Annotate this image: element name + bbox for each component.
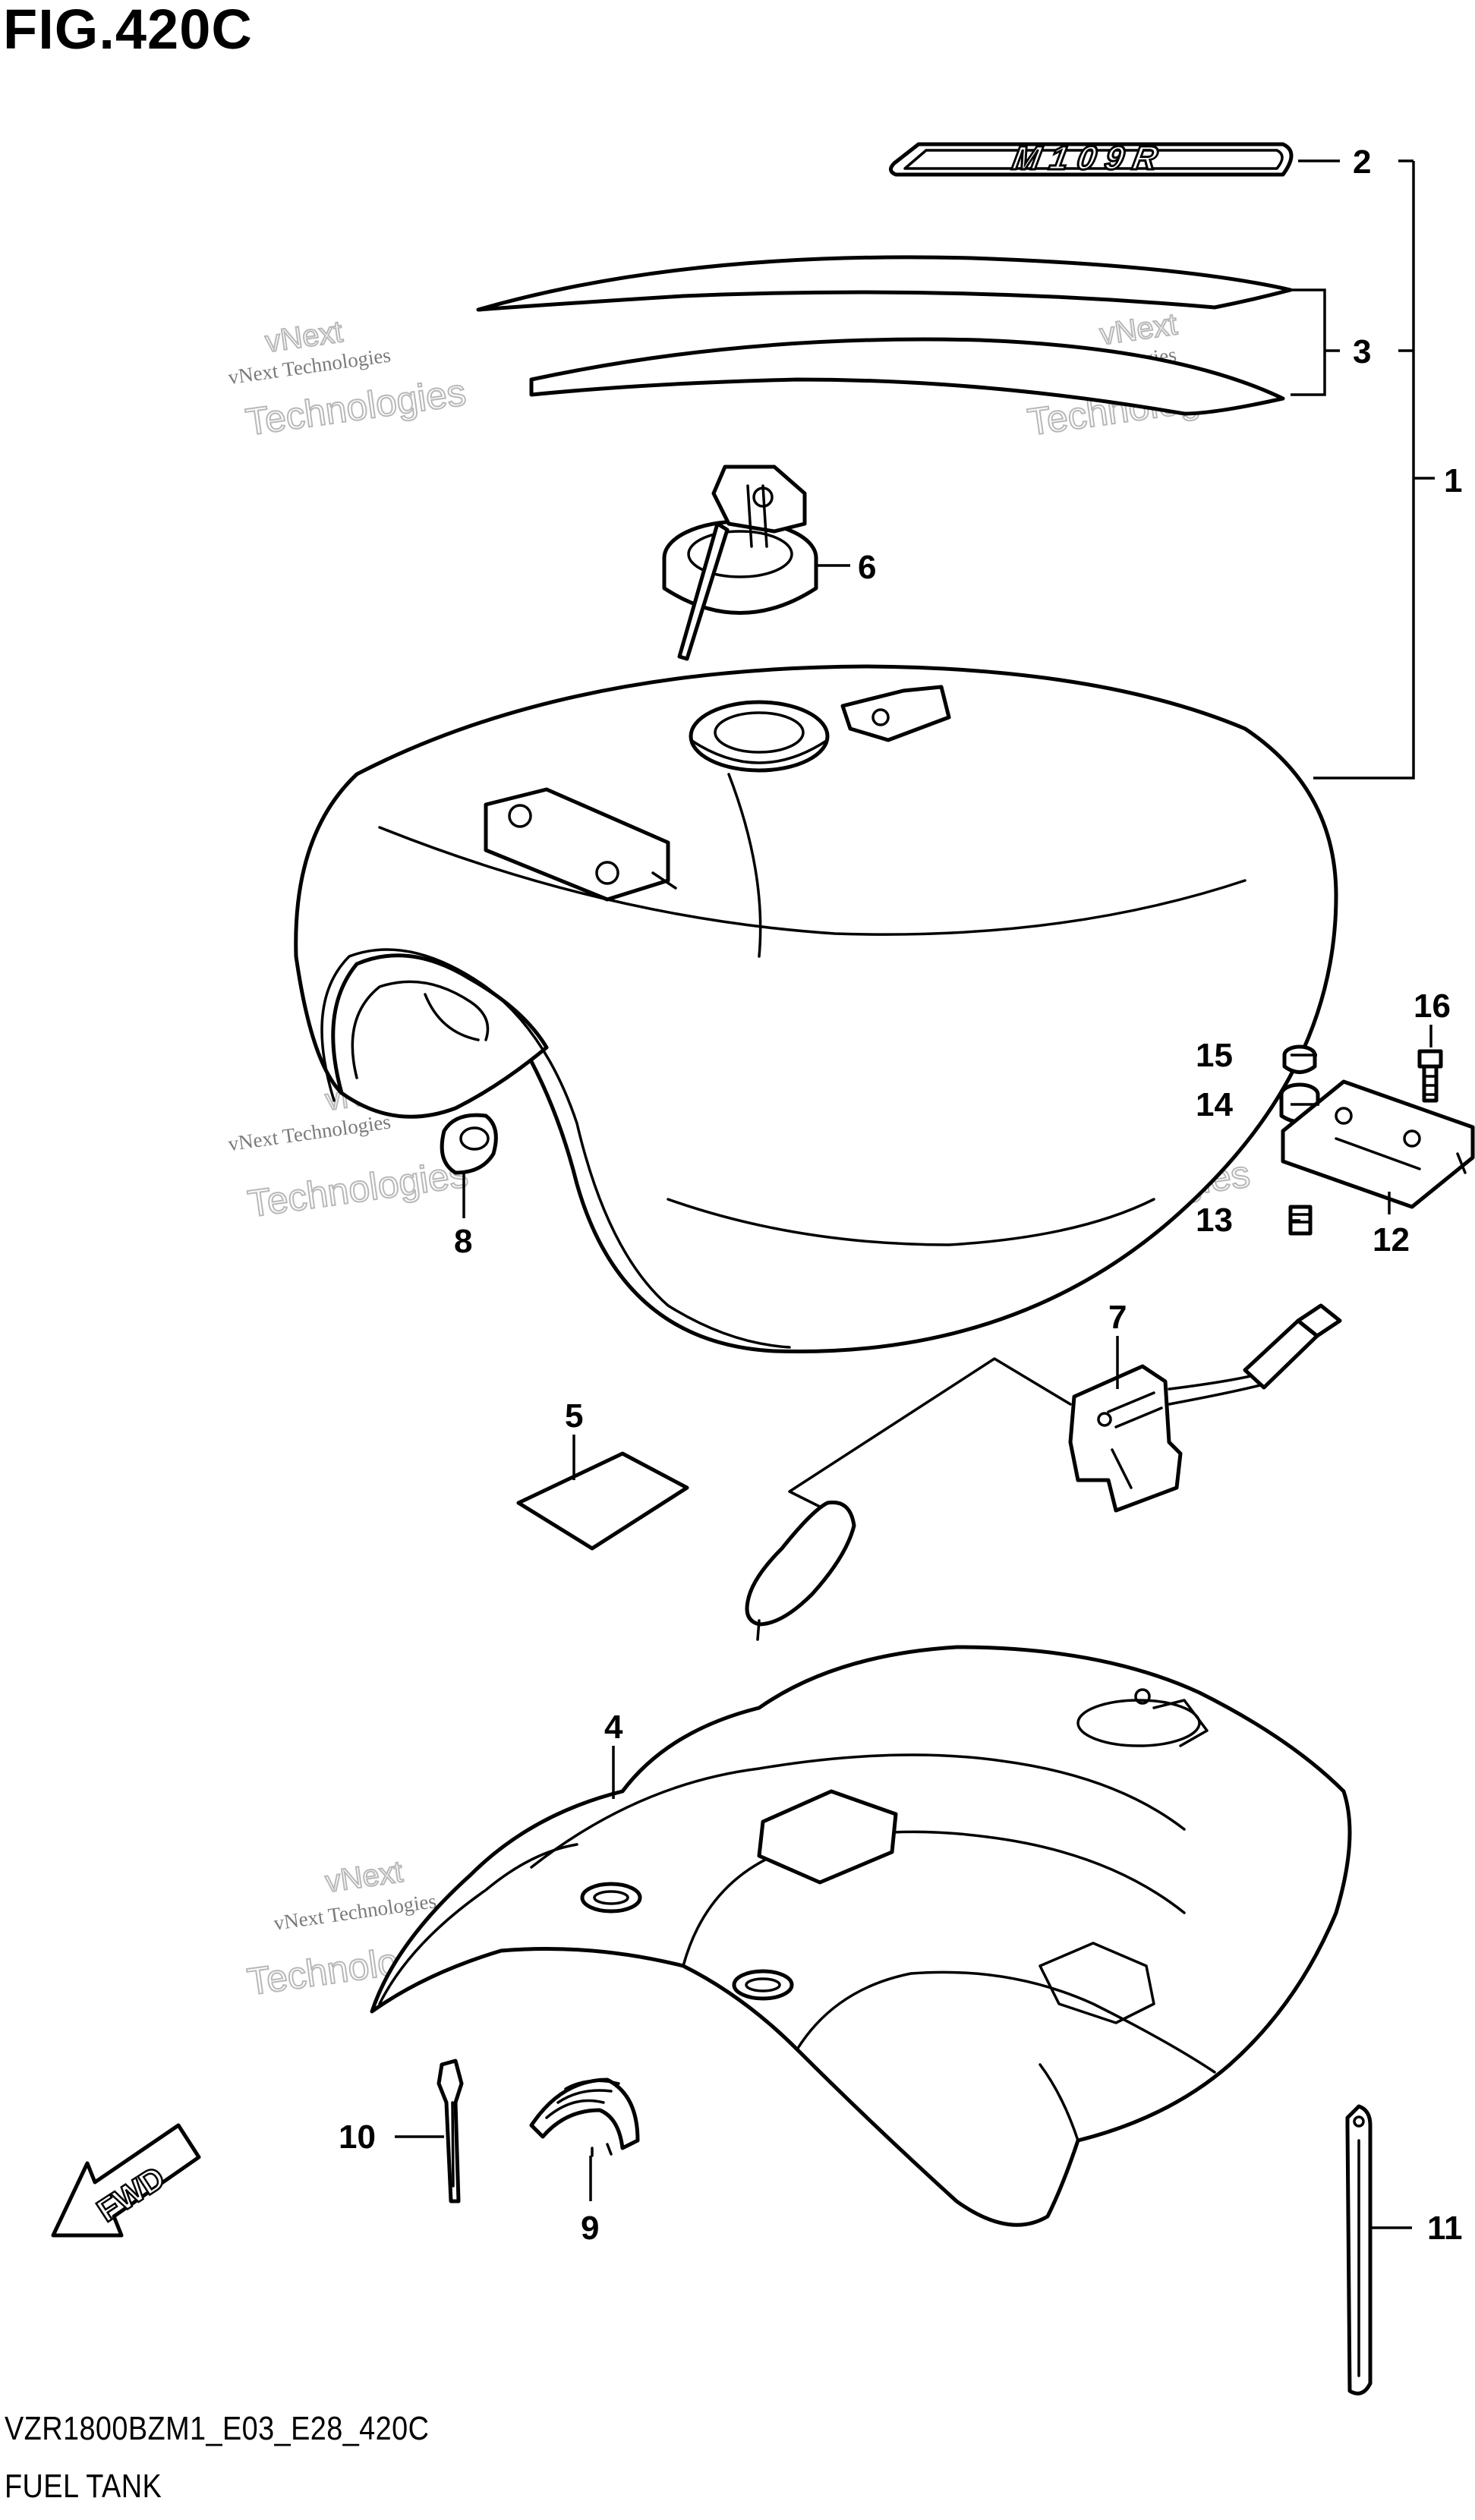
cushion-part[interactable] bbox=[440, 1113, 498, 1175]
tank-cover-part[interactable] bbox=[370, 1645, 1352, 2227]
leader-lines bbox=[395, 159, 1435, 2229]
callout-4: 4 bbox=[604, 1709, 623, 1746]
callout-16: 16 bbox=[1414, 988, 1451, 1025]
svg-text:vNext: vNext bbox=[323, 1855, 405, 1899]
callout-14: 14 bbox=[1196, 1086, 1233, 1123]
callout-9: 9 bbox=[581, 2210, 599, 2247]
fuel-level-sender-part[interactable] bbox=[745, 1303, 1342, 1641]
clamp-part[interactable] bbox=[529, 2077, 640, 2157]
callout-1: 1 bbox=[1444, 462, 1462, 499]
svg-text:vNext Technologies: vNext Technologies bbox=[227, 1110, 392, 1155]
callout-6: 6 bbox=[858, 549, 876, 586]
emblem-text: M109R bbox=[1010, 140, 1169, 177]
fuel-tank-part[interactable] bbox=[294, 664, 1338, 1354]
strap-part[interactable] bbox=[1345, 2104, 1373, 2396]
callout-2: 2 bbox=[1353, 143, 1371, 181]
fwd-arrow: FWD bbox=[51, 2123, 201, 2238]
figure-title: FIG.420C bbox=[3, 0, 253, 61]
watermark-1: vNext vNext Technologies Technologies bbox=[227, 314, 470, 444]
callout-7: 7 bbox=[1108, 1299, 1127, 1336]
callout-8: 8 bbox=[454, 1223, 472, 1260]
svg-text:Technologies: Technologies bbox=[245, 1152, 471, 1225]
fuel-cap-part[interactable] bbox=[662, 465, 818, 661]
callout-11: 11 bbox=[1427, 2210, 1463, 2247]
cable-tie-part[interactable] bbox=[437, 2059, 464, 2203]
callout-10: 10 bbox=[339, 2118, 376, 2156]
svg-text:vNext Technologies: vNext Technologies bbox=[273, 1889, 438, 1935]
callouts: 2 3 1 6 16 15 14 13 12 8 7 5 4 10 9 11 bbox=[339, 143, 1463, 2247]
section-name: FUEL TANK bbox=[5, 2468, 162, 2505]
callout-5: 5 bbox=[565, 1397, 583, 1435]
model-code: VZR1800BZM1_E03_E28_420C bbox=[5, 2410, 430, 2447]
bracket-assembly[interactable] bbox=[1279, 1044, 1475, 1236]
callout-15: 15 bbox=[1196, 1037, 1233, 1074]
tape-stripes-part[interactable] bbox=[476, 255, 1293, 416]
emblem-part[interactable]: M109R bbox=[889, 139, 1294, 178]
callout-3: 3 bbox=[1353, 333, 1371, 370]
label-sheet-part[interactable] bbox=[516, 1451, 689, 1551]
callout-13: 13 bbox=[1196, 1202, 1233, 1239]
callout-12: 12 bbox=[1373, 1221, 1410, 1258]
